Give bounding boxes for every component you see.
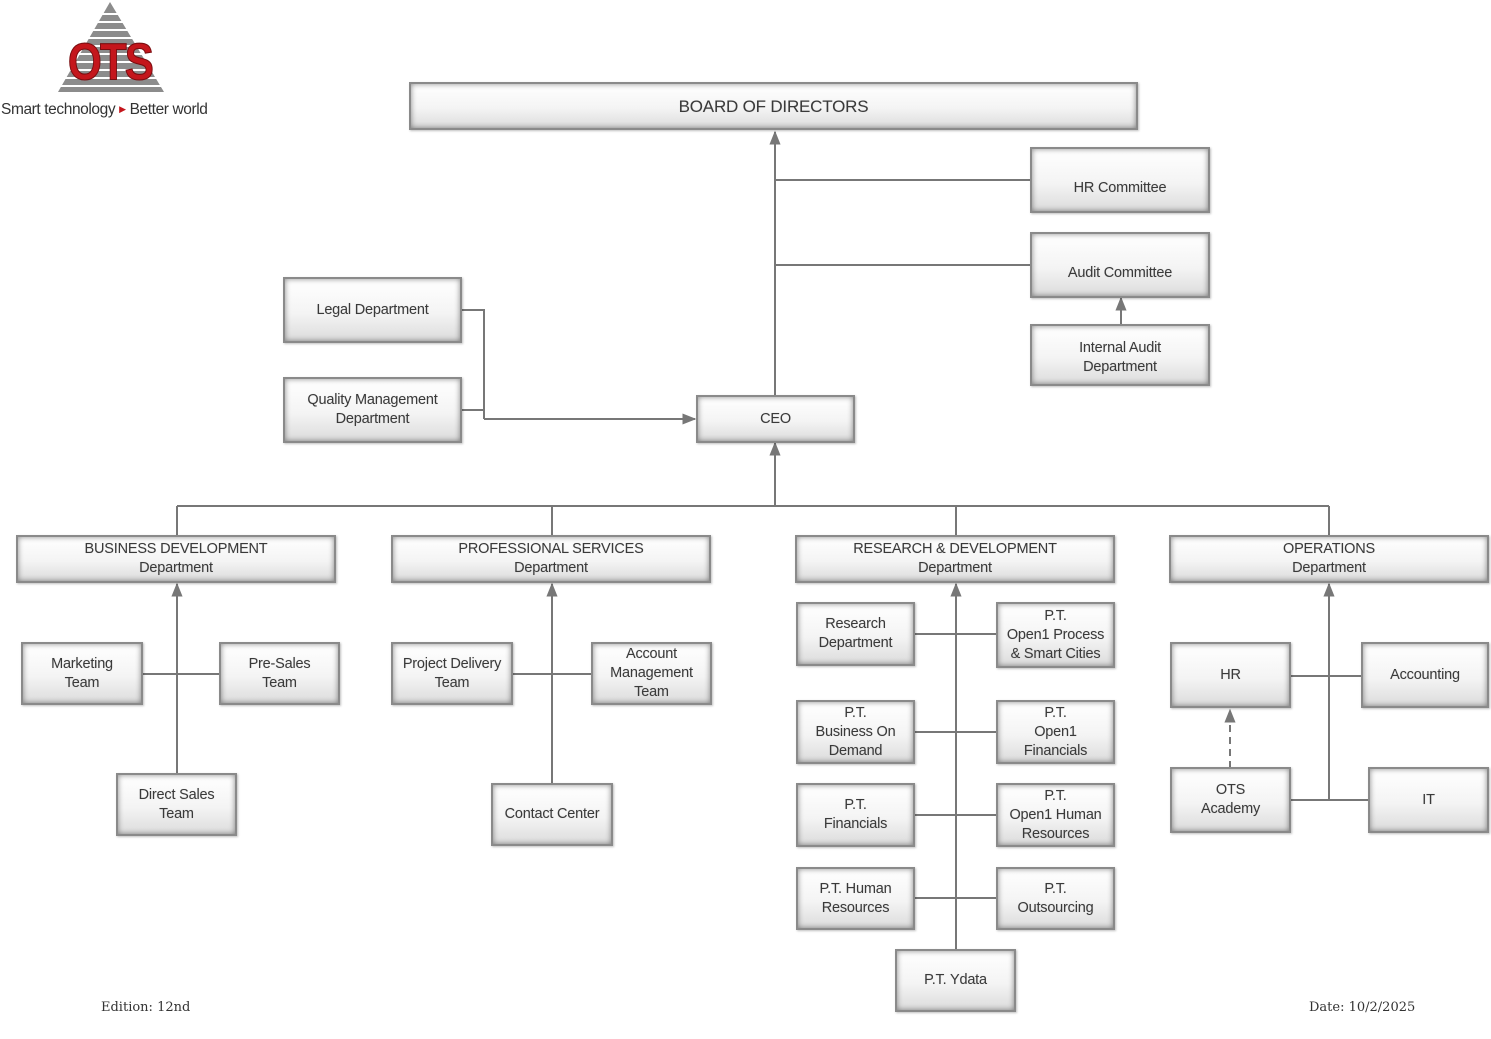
legal-department-box[interactable]: Legal Department	[283, 277, 462, 343]
pt-human-resources-box[interactable]: P.T. Human Resources	[796, 867, 915, 930]
contact-center-box[interactable]: Contact Center	[491, 783, 613, 846]
tagline-arrow-icon: ▶	[119, 104, 126, 114]
pt-business-on-demand-box[interactable]: P.T. Business On Demand	[796, 700, 915, 764]
quality-management-box[interactable]: Quality Management Department	[283, 377, 462, 443]
project-delivery-team-box[interactable]: Project Delivery Team	[391, 642, 513, 705]
svg-text:OTS: OTS	[68, 34, 152, 91]
marketing-team-box[interactable]: Marketing Team	[21, 642, 143, 705]
pre-sales-team-box[interactable]: Pre-Sales Team	[219, 642, 340, 705]
pt-open1-financials-box[interactable]: P.T. Open1 Financials	[996, 700, 1115, 764]
hr-box[interactable]: HR	[1170, 642, 1291, 708]
edition-label: Edition: 12nd	[101, 1000, 191, 1015]
logo-tagline: Smart technology ▶ Better world	[1, 101, 208, 118]
date-label: Date: 10/2/2025	[1309, 1000, 1416, 1015]
it-box[interactable]: IT	[1368, 767, 1489, 833]
accounting-box[interactable]: Accounting	[1361, 642, 1489, 708]
pt-financials-box[interactable]: P.T. Financials	[796, 783, 915, 847]
research-department-box[interactable]: Research Department	[796, 602, 915, 666]
pt-open1-process-box[interactable]: P.T. Open1 Process & Smart Cities	[996, 602, 1115, 668]
internal-audit-box[interactable]: Internal Audit Department	[1030, 324, 1210, 386]
logo-pyramid-icon	[50, 2, 170, 92]
ots-academy-box[interactable]: OTS Academy	[1170, 767, 1291, 833]
ceo-box[interactable]: CEO	[696, 395, 855, 443]
pt-ydata-box[interactable]: P.T. Ydata	[895, 949, 1016, 1012]
direct-sales-team-box[interactable]: Direct Sales Team	[116, 773, 237, 836]
board-of-directors-box[interactable]: BOARD OF DIRECTORS	[409, 82, 1138, 130]
ots-logo: OTS	[50, 2, 170, 92]
research-development-box[interactable]: RESEARCH & DEVELOPMENT Department	[795, 535, 1115, 583]
professional-services-box[interactable]: PROFESSIONAL SERVICES Department	[391, 535, 711, 583]
operations-box[interactable]: OPERATIONS Department	[1169, 535, 1489, 583]
pt-outsourcing-box[interactable]: P.T. Outsourcing	[996, 867, 1115, 930]
hr-committee-box[interactable]: HR Committee	[1030, 147, 1210, 213]
business-development-box[interactable]: BUSINESS DEVELOPMENT Department	[16, 535, 336, 583]
pt-open1-human-resources-box[interactable]: P.T. Open1 Human Resources	[996, 783, 1115, 847]
account-management-team-box[interactable]: Account Management Team	[591, 642, 712, 705]
audit-committee-box[interactable]: Audit Committee	[1030, 232, 1210, 298]
